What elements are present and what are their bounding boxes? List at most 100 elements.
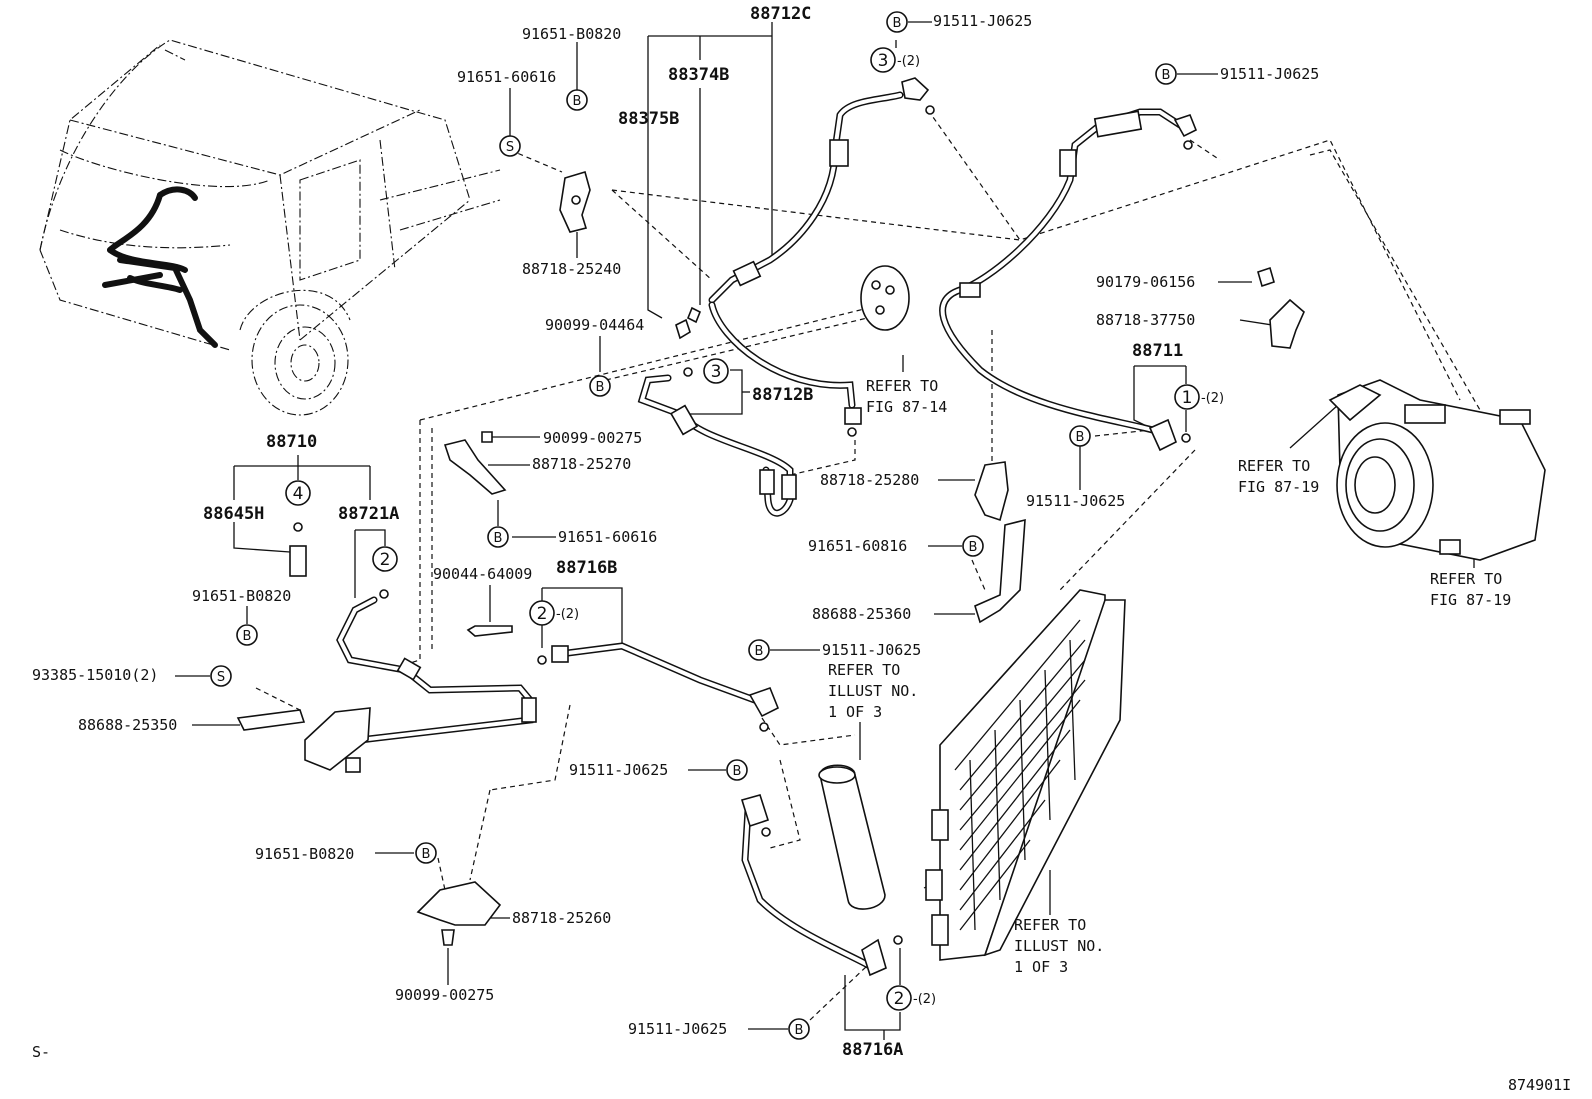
refer-illust-b-line2: ILLUST NO.	[1014, 937, 1104, 955]
label-88374B: 88374B	[668, 65, 729, 85]
ref-number-2-bottom: 2-(2)	[886, 985, 936, 1011]
label-91651-B0820-bottom: 91651-B0820	[255, 845, 354, 863]
refer-illust-a-line1: REFER TO	[828, 661, 900, 679]
svg-text:B: B	[422, 847, 431, 862]
b-symbol: B	[1069, 425, 1091, 447]
label-88718-25280: 88718-25280	[820, 471, 919, 489]
svg-text:4: 4	[293, 484, 304, 504]
label-88688-25350: 88688-25350	[78, 716, 177, 734]
label-91651-60616-mid: 91651-60616	[558, 528, 657, 546]
label-91651-B0820-left: 91651-B0820	[192, 587, 291, 605]
refer-fig-87-19b-line1: REFER TO	[1430, 570, 1502, 588]
b-symbol: B	[962, 535, 984, 557]
bracket-88718-25260	[416, 881, 502, 946]
refer-illust-b-line1: REFER TO	[1014, 916, 1086, 934]
ref-number-4: 4	[285, 480, 311, 506]
hose-88712C	[675, 77, 935, 437]
label-91511-J0625-bottom: 91511-J0625	[628, 1020, 727, 1038]
vehicle-outline	[39, 39, 501, 416]
svg-text:3: 3	[878, 51, 889, 71]
label-91511-J0625-top: 91511-J0625	[933, 12, 1032, 30]
bracket-88718-37750	[1257, 266, 1305, 349]
s-symbol: S	[499, 135, 521, 157]
svg-text:B: B	[733, 764, 742, 779]
b-symbol: B	[415, 842, 437, 864]
svg-text:B: B	[573, 94, 582, 109]
pressure-switch	[289, 522, 307, 577]
b-symbol: B	[748, 639, 770, 661]
svg-text:1: 1	[1182, 388, 1193, 408]
ref-number-2-mid: 2 -(2)	[529, 600, 579, 626]
svg-text:2: 2	[380, 550, 391, 570]
svg-text:B: B	[243, 629, 252, 644]
label-88375B: 88375B	[618, 109, 679, 129]
label-91511-J0625-right-top: 91511-J0625	[1220, 65, 1319, 83]
label-91651-60816: 91651-60816	[808, 537, 907, 555]
receiver-dryer	[818, 764, 886, 910]
svg-text:3: 3	[711, 362, 722, 382]
label-88721A: 88721A	[338, 504, 399, 524]
label-88688-25360: 88688-25360	[812, 605, 911, 623]
svg-text:-(2): -(2)	[1201, 391, 1224, 406]
label-88645H: 88645H	[203, 504, 264, 524]
hose-88716B	[537, 642, 780, 732]
label-91511-J0625-lower: 91511-J0625	[822, 641, 921, 659]
svg-text:-(2): -(2)	[556, 607, 579, 622]
b-symbol: B	[487, 526, 509, 548]
ref-number-3-top: 3 -(2)	[870, 47, 920, 73]
label-88716B: 88716B	[556, 558, 617, 578]
svg-text:2: 2	[894, 989, 905, 1009]
hose-88721A	[336, 589, 537, 744]
label-90179-06156: 90179-06156	[1096, 273, 1195, 291]
svg-text:B: B	[494, 531, 503, 546]
svg-text:S: S	[217, 670, 225, 685]
svg-text:-(2): -(2)	[897, 54, 920, 69]
footer-code: S-	[32, 1043, 50, 1061]
label-93385-15010: 93385-15010(2)	[32, 666, 158, 684]
bolt-90044-64009	[466, 625, 513, 637]
diagram-id: 874901I	[1508, 1076, 1571, 1094]
svg-text:2: 2	[537, 604, 548, 624]
connector-block	[236, 707, 371, 773]
refer-illust-a-line3: 1 OF 3	[828, 703, 882, 721]
b-symbol: B	[726, 759, 748, 781]
b-symbol: B	[589, 375, 611, 397]
bracket-88718-25270	[443, 431, 507, 495]
b-symbol: B	[566, 89, 588, 111]
ref-number-3-mid: 3	[703, 358, 729, 384]
refer-fig-87-19a-line2: FIG 87-19	[1238, 478, 1319, 496]
cooler-expansion-valve	[860, 265, 910, 331]
label-91511-J0625-mid: 91511-J0625	[1026, 492, 1125, 510]
label-88718-25270: 88718-25270	[532, 455, 631, 473]
reference-notes: REFER TO FIG 87-14 REFER TO FIG 87-19 RE…	[828, 377, 1511, 976]
label-88712C: 88712C	[750, 4, 811, 24]
refer-fig-87-14-line1: REFER TO	[866, 377, 938, 395]
label-90099-00275-a: 90099-00275	[543, 429, 642, 447]
refer-fig-87-19b-line2: FIG 87-19	[1430, 591, 1511, 609]
ref-number-2-left: 2	[372, 546, 398, 572]
hose-88716A	[740, 794, 903, 977]
assembly-lines	[255, 109, 1481, 1021]
label-88718-25240: 88718-25240	[522, 260, 621, 278]
label-90099-04464: 90099-04464	[545, 316, 644, 334]
label-88718-37750: 88718-37750	[1096, 311, 1195, 329]
label-91651-B0820-top: 91651-B0820	[522, 25, 621, 43]
b-symbol: B	[788, 1018, 810, 1040]
svg-text:B: B	[795, 1023, 804, 1038]
refer-fig-87-14-line2: FIG 87-14	[866, 398, 947, 416]
vehicle-ac-lines	[102, 186, 218, 348]
svg-text:B: B	[1076, 430, 1085, 445]
symbols: B B S B B B B B B S B B B B 3-(2) 3 1-(2…	[210, 11, 1224, 1040]
svg-text:B: B	[755, 644, 764, 659]
label-88716A: 88716A	[842, 1040, 903, 1060]
label-91651-60616-top: 91651-60616	[457, 68, 556, 86]
label-90099-00275-b: 90099-00275	[395, 986, 494, 1004]
compressor	[1328, 379, 1546, 561]
leader-lines	[175, 21, 1475, 1040]
hose-88712B	[637, 367, 797, 517]
label-91511-J0625-left: 91511-J0625	[569, 761, 668, 779]
b-symbol: B	[1155, 63, 1177, 85]
refer-illust-b-line3: 1 OF 3	[1014, 958, 1068, 976]
hose-88711	[939, 108, 1198, 452]
